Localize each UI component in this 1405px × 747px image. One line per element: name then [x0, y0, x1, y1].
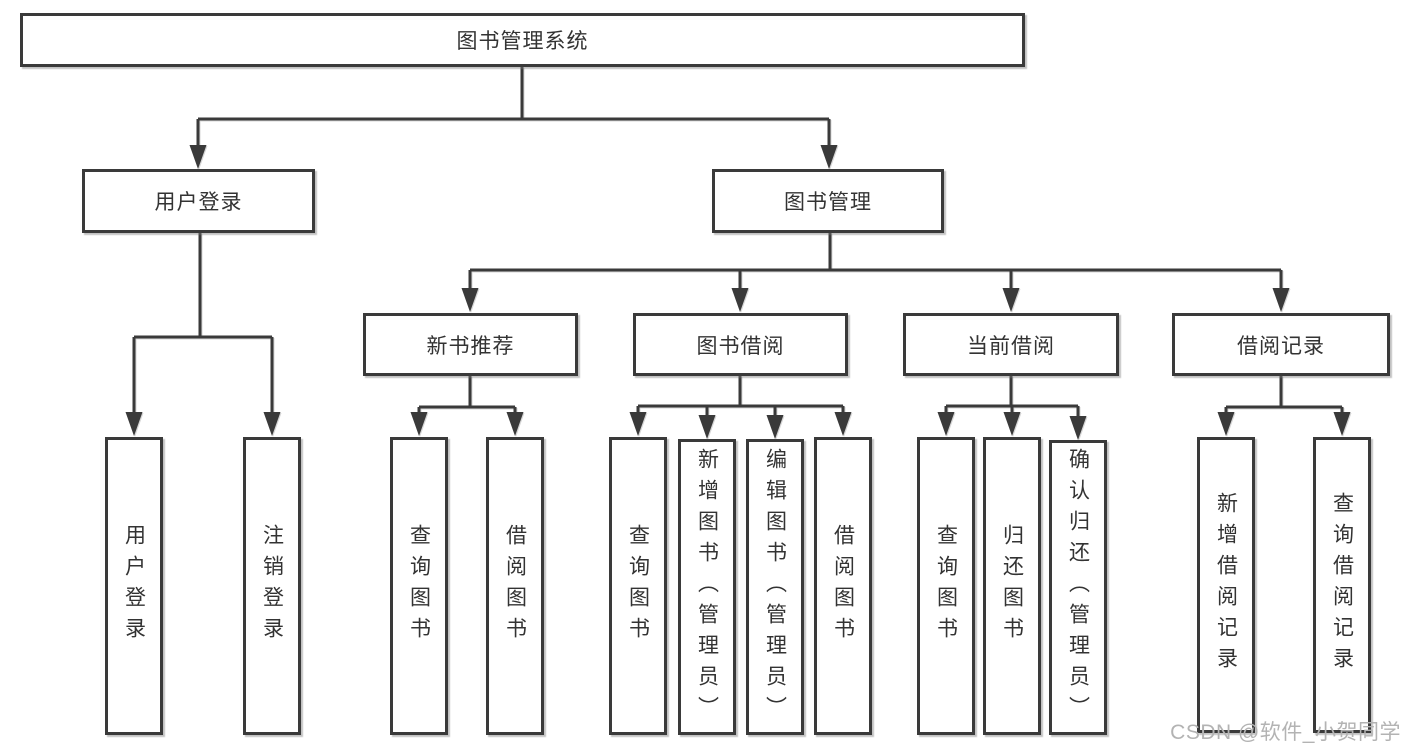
- leaf-user-login: 用户登录: [105, 437, 163, 735]
- leaf-borrow-books-2-label: 借阅图书: [831, 524, 855, 648]
- node-new-book-recommend-label: 新书推荐: [426, 334, 515, 358]
- node-user-login: 用户登录: [82, 169, 315, 233]
- leaf-user-login-label: 用户登录: [122, 524, 146, 648]
- leaf-query-borrow-record: 查询借阅记录: [1313, 437, 1371, 733]
- node-current-borrowing-label: 当前借阅: [967, 334, 1055, 358]
- node-book-borrowing-label: 图书借阅: [696, 334, 785, 358]
- leaf-confirm-return-admin-label: 确认归还（管理员）: [1066, 448, 1090, 727]
- csdn-watermark: CSDN @软件_小贺同学: [1170, 721, 1401, 744]
- leaf-borrow-books-1: 借阅图书: [486, 437, 544, 735]
- node-new-book-recommend: 新书推荐: [363, 313, 578, 376]
- leaf-logout-label: 注销登录: [260, 524, 284, 648]
- leaf-add-borrow-record-label: 新增借阅记录: [1214, 492, 1238, 678]
- node-current-borrowing: 当前借阅: [903, 313, 1119, 376]
- leaf-query-books-3: 查询图书: [917, 437, 975, 735]
- node-book-borrowing: 图书借阅: [633, 313, 848, 376]
- node-borrowing-records: 借阅记录: [1172, 313, 1390, 376]
- leaf-query-books-2-label: 查询图书: [626, 524, 650, 648]
- connector-currentborrow-to-leaves: [937, 376, 1087, 440]
- leaf-query-books-1: 查询图书: [390, 437, 448, 735]
- leaf-borrow-books-1-label: 借阅图书: [503, 524, 527, 648]
- leaf-add-books-admin-label: 新增图书（管理员）: [695, 447, 719, 727]
- connector-userlogin-to-leaves: [125, 233, 281, 436]
- node-root: 图书管理系统: [20, 13, 1025, 67]
- leaf-query-borrow-record-label: 查询借阅记录: [1330, 492, 1354, 678]
- connector-bookmgmt-to-level3: [461, 233, 1290, 312]
- connector-bookborrow-to-leaves: [629, 376, 852, 439]
- leaf-return-books: 归还图书: [983, 437, 1041, 735]
- node-user-login-label: 用户登录: [154, 191, 243, 214]
- connector-root-to-level2: [189, 67, 838, 169]
- leaf-edit-books-admin: 编辑图书（管理员）: [746, 439, 804, 735]
- leaf-query-books-2: 查询图书: [609, 437, 667, 735]
- node-book-management: 图书管理: [712, 169, 944, 233]
- leaf-query-books-1-label: 查询图书: [407, 524, 431, 648]
- node-borrowing-records-label: 借阅记录: [1237, 334, 1325, 358]
- node-book-management-label: 图书管理: [784, 191, 872, 214]
- leaf-confirm-return-admin: 确认归还（管理员）: [1049, 440, 1107, 735]
- leaf-return-books-label: 归还图书: [1000, 524, 1024, 648]
- leaf-add-books-admin: 新增图书（管理员）: [678, 439, 736, 735]
- leaf-borrow-books-2: 借阅图书: [814, 437, 872, 735]
- connector-newbooks-to-leaves: [410, 376, 524, 436]
- leaf-query-books-3-label: 查询图书: [934, 524, 958, 648]
- node-root-label: 图书管理系统: [456, 30, 589, 53]
- connector-records-to-leaves: [1217, 376, 1351, 436]
- leaf-add-borrow-record: 新增借阅记录: [1197, 437, 1255, 733]
- leaf-logout: 注销登录: [243, 437, 301, 735]
- leaf-edit-books-admin-label: 编辑图书（管理员）: [763, 447, 787, 727]
